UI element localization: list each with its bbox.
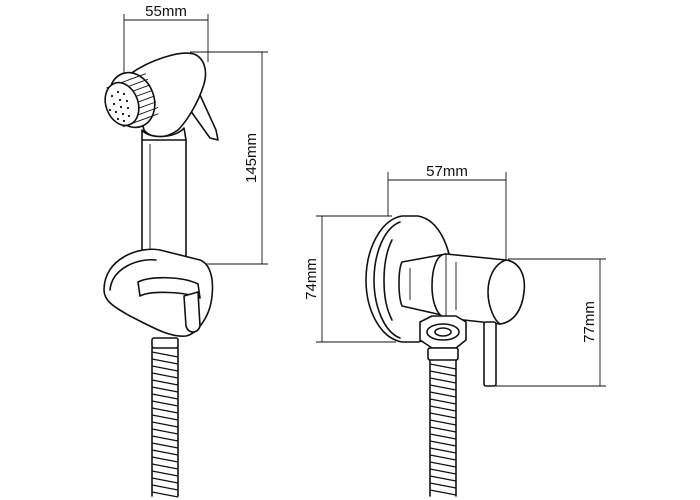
dimension-sprayer-width: 55mm: [123, 3, 209, 80]
outlet-nut-core: [434, 327, 452, 337]
outlet-hex-nut: [419, 315, 467, 349]
flexible-hose-right: [429, 359, 457, 497]
holder-clip: [183, 291, 201, 333]
wall-flange-inner: [383, 239, 393, 321]
dimension-valve-height: 77mm: [496, 258, 606, 387]
dimension-wall-plate-height: 74mm: [303, 215, 396, 343]
hose-connector-right: [427, 347, 459, 361]
flexible-hose-left: [151, 347, 179, 498]
wall-valve-assembly: 57mm 74mm 77mm: [303, 163, 606, 497]
valve-lever: [483, 321, 497, 387]
wall-flange-rim: [373, 221, 401, 339]
dim-label-77mm: 77mm: [581, 301, 598, 343]
wall-holder-inner: [109, 258, 157, 291]
dim-label-55mm: 55mm: [145, 3, 187, 20]
holder-cradle: [137, 276, 201, 299]
valve-cylinder-cap: [487, 259, 507, 325]
dim-label-145mm: 145mm: [243, 133, 260, 183]
dimension-sprayer-height: 145mm: [188, 51, 268, 265]
hand-sprayer-assembly: 55mm 145mm: [103, 3, 268, 498]
spray-holes: [108, 90, 131, 123]
dimension-valve-width: 57mm: [387, 163, 507, 260]
outlet-nut-ring: [426, 323, 460, 341]
dim-label-57mm: 57mm: [426, 163, 468, 180]
dim-label-74mm: 74mm: [303, 258, 320, 300]
spray-face: [104, 81, 140, 127]
hose-connector-left: [151, 337, 179, 349]
